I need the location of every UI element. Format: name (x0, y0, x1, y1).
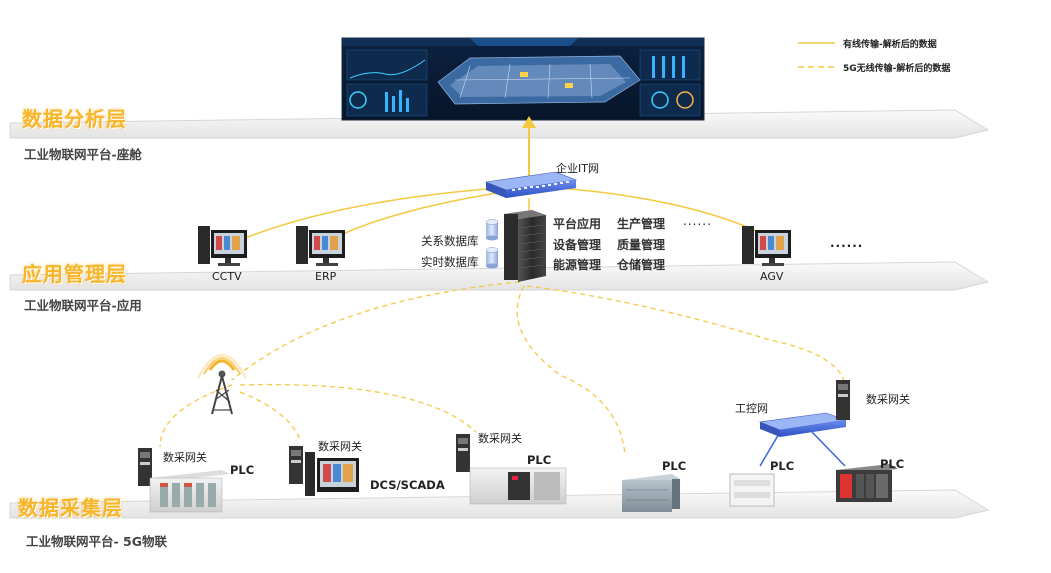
gateway-icon-2 (289, 446, 303, 484)
agv-workstation-icon (742, 226, 791, 266)
erp-workstation-icon (296, 226, 345, 266)
dcs-scada-terminal-icon (305, 452, 359, 496)
legend-wired-text: 有线传输-解析后的数据 (843, 40, 937, 50)
services-more: ...... (683, 214, 712, 228)
database-relational-icon (485, 219, 499, 241)
platform-application (9, 261, 990, 291)
cctv-workstation-icon (198, 226, 247, 266)
wireless-links (159, 281, 846, 456)
control-network-label: 工控网 (735, 402, 768, 415)
plc-icon-5 (729, 473, 775, 507)
erp-label: ERP (315, 270, 337, 283)
relational-db-label: 关系数据库 (421, 234, 479, 248)
agv-label: AGV (760, 270, 784, 283)
plc-icon-1 (149, 470, 230, 513)
plc-icon-6 (836, 464, 898, 502)
control-network-switch (758, 412, 847, 467)
application-layer-subtitle: 工业物联网平台-应用 (24, 298, 142, 313)
service-warehouse-mgmt: 仓储管理 (617, 258, 666, 272)
database-realtime-icon (485, 247, 499, 269)
gateway-label-1: 数采网关 (163, 451, 207, 464)
gateway-label-2: 数采网关 (318, 440, 362, 453)
analysis-layer-subtitle: 工业物联网平台-座舱 (24, 147, 142, 162)
service-energy-mgmt: 能源管理 (553, 258, 602, 272)
plc-label-3: PLC (527, 453, 552, 467)
service-platform-app: 平台应用 (553, 217, 602, 231)
analysis-layer-title: 数据分析层 (22, 107, 127, 131)
plc-icon-3 (469, 467, 567, 505)
service-production-mgmt: 生产管理 (617, 217, 666, 231)
cockpit-dashboard-screen (341, 37, 705, 121)
plc-label-4: PLC (662, 459, 687, 473)
plc-label-5: PLC (770, 459, 795, 473)
enterprise-switch (484, 171, 578, 198)
legend-wireless-text: 5G无线传输-解析后的数据 (843, 64, 951, 74)
service-device-mgmt: 设备管理 (553, 238, 602, 252)
service-quality-mgmt: 质量管理 (617, 238, 666, 252)
gateway-icon-3 (456, 434, 470, 472)
application-layer-title: 应用管理层 (22, 262, 127, 286)
realtime-db-label: 实时数据库 (421, 255, 479, 269)
cctv-label: CCTV (212, 270, 242, 283)
enterprise-network-label: 企业IT网 (556, 162, 599, 175)
gateway-label-3: 数采网关 (478, 432, 522, 445)
collection-layer-subtitle: 工业物联网平台- 5G物联 (26, 534, 167, 549)
plc-icon-4 (622, 474, 680, 512)
gateway-label-4: 数采网关 (866, 393, 910, 406)
dcs-scada-label: DCS/SCADA (370, 478, 445, 492)
5g-tower-icon (197, 354, 247, 415)
uplink-arrow (522, 116, 536, 178)
platform-analysis (9, 109, 990, 139)
plc-label-6: PLC (880, 457, 905, 471)
collection-layer-title: 数据采集层 (18, 496, 123, 520)
gateway-icon-4 (836, 380, 850, 420)
gateway-icon-1 (138, 448, 152, 486)
plc-label-1: PLC (230, 463, 255, 477)
server-rack (504, 210, 546, 282)
terminals-more: ...... (830, 236, 864, 250)
